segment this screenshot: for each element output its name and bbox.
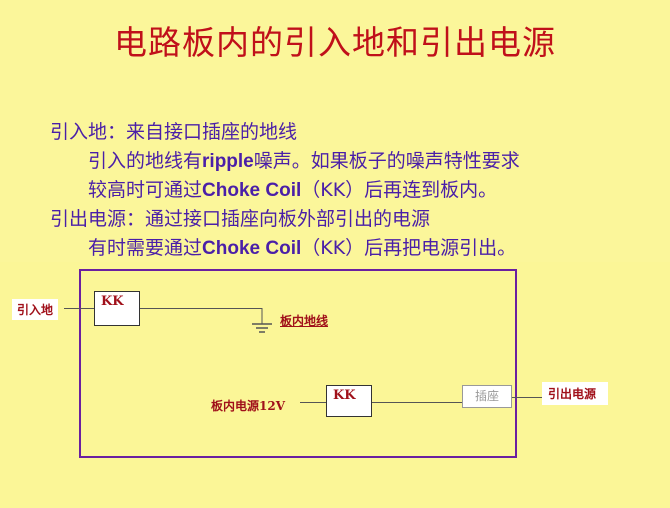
choke-coil-kk-ground: KK <box>94 291 140 326</box>
ground-definition: 引入地：来自接口插座的地线 <box>50 121 298 143</box>
power-detail: 有时需要通过Choke Coil（KK）后再把电源引出。 <box>88 237 517 259</box>
power-internal-wire <box>300 402 326 403</box>
power-definition: 引出电源：通过接口插座向板外部引出的电源 <box>50 208 431 230</box>
slide-title: 电路板内的引入地和引出电源 <box>114 23 556 62</box>
ground-detail-1: 引入的地线有ripple噪声。如果板子的噪声特性要求 <box>88 150 520 172</box>
power-output-label: 引出电源 <box>542 382 609 405</box>
socket-to-output-wire <box>512 397 542 398</box>
circuit-board-outline <box>79 269 517 458</box>
board-ground-label: 板内地线 <box>280 314 329 328</box>
ground-detail-2: 较高时可通过Choke Coil（KK）后再连到板内。 <box>88 179 498 201</box>
choke-coil-kk-power: KK <box>326 385 372 417</box>
board-power-label: 板内电源12V <box>211 399 286 413</box>
ground-internal-wire <box>140 308 262 309</box>
body-text: 引入地：来自接口插座的地线 引入的地线有ripple噪声。如果板子的噪声特性要求… <box>50 118 520 263</box>
interface-socket: 插座 <box>462 385 512 408</box>
ground-input-wire <box>64 308 94 309</box>
ground-input-label: 引入地 <box>12 299 59 320</box>
kk-to-socket-wire <box>372 402 462 403</box>
